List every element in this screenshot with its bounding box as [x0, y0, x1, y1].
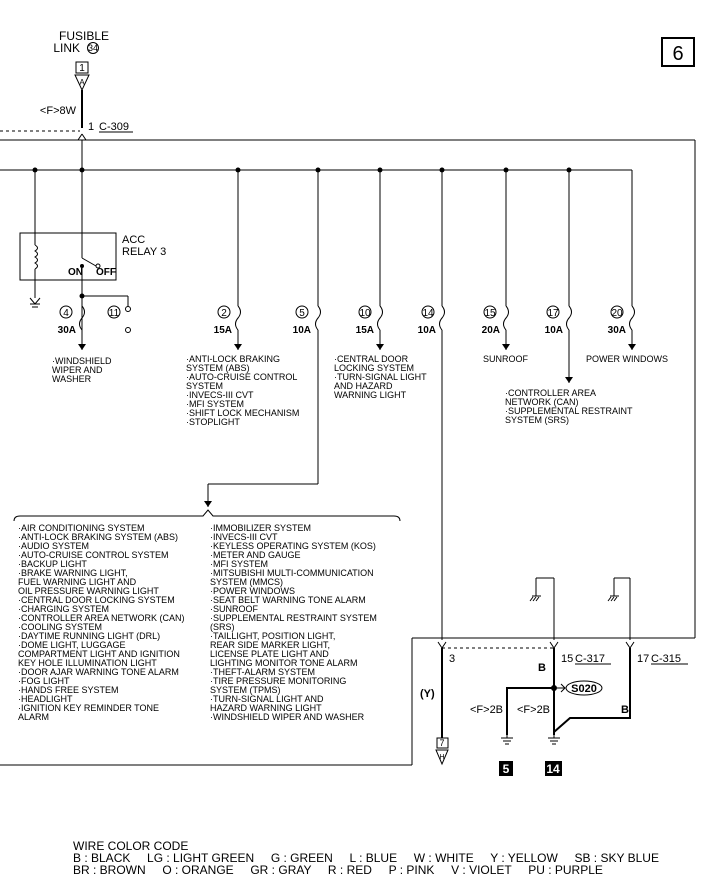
relay-label-1: ACC	[122, 234, 145, 246]
terminal-box	[75, 61, 89, 74]
fuse20-load: POWER WINDOWS	[586, 354, 668, 364]
relay-off-label: OFF	[96, 267, 116, 278]
fuse-amp: 20A	[482, 325, 500, 336]
ground-14-box	[545, 761, 562, 776]
connector-code: A	[79, 78, 85, 87]
fuse-4: 4 30A	[58, 305, 86, 350]
splice-s020	[565, 680, 603, 696]
fuse-number: 15	[484, 308, 496, 319]
relay-off-contact	[95, 263, 101, 269]
fuse-20: 20 30A	[608, 170, 636, 350]
fuse5-loads-right: ·IMMOBILIZER SYSTEM ·INVECS-III CVT ·KEY…	[210, 523, 379, 722]
fuse-17: 17 10A	[545, 167, 573, 383]
dest-triangle	[435, 749, 449, 766]
pin-3: 3	[449, 653, 455, 665]
gnd-spec-left: <F>2B	[470, 704, 503, 716]
relay-coil	[34, 244, 38, 270]
fuse15-load: SUNROOF	[483, 354, 529, 364]
fuse-amp: 15A	[214, 325, 232, 336]
pin-17: 17	[637, 653, 649, 665]
wire-color-line2: BR : BROWN O : ORANGE GR : GRAY R : RED …	[73, 863, 603, 877]
ground-5-box	[499, 761, 513, 776]
main-pin: 1	[88, 121, 94, 133]
fuse10-loads: ·CENTRAL DOOR LOCKING SYSTEM ·TURN-SIGNA…	[334, 354, 429, 400]
relay-on-label: ON	[68, 267, 83, 278]
fuse-10: 10 15A	[356, 167, 384, 350]
internal-grounds	[529, 577, 631, 640]
fuse-11: 11	[107, 305, 131, 333]
fusible-label: FUSIBLE	[59, 29, 109, 43]
ground-5-label: 5	[503, 762, 510, 776]
fuse-amp: 10A	[293, 325, 311, 336]
wire-y-label: (Y)	[420, 688, 435, 700]
fuse-number: 14	[422, 308, 434, 319]
fuse-number: 4	[63, 308, 69, 319]
page-number: 6	[672, 43, 683, 65]
fuse-amp: 10A	[545, 325, 563, 336]
ground-wire-left	[506, 687, 554, 735]
bus-node	[79, 167, 85, 173]
connector-c315: C-315	[651, 653, 681, 665]
wire-color-title: WIRE COLOR CODE	[73, 839, 188, 853]
link-number: 34	[88, 43, 98, 53]
acc-relay-box	[19, 232, 117, 281]
fuse2-loads: ·ANTI-LOCK BRAKING SYSTEM (ABS) ·AUTO-CR…	[186, 354, 302, 427]
fuse17-loads: ·CONTROLLER AREA NETWORK (CAN) ·SUPPLEME…	[505, 388, 635, 425]
link-label: LINK	[53, 41, 80, 55]
ground-5-symbol	[501, 737, 513, 745]
fuse-number: 5	[299, 308, 305, 319]
dest-page-box	[436, 737, 449, 749]
gnd-spec-right: <F>2B	[517, 704, 550, 716]
relay-switch-arm	[81, 257, 97, 267]
fuse5-loads-left: ·AIR CONDITIONING SYSTEM ·ANTI-LOCK BRAK…	[18, 523, 187, 722]
fuse-amp: 30A	[608, 325, 626, 336]
fuse-number: 2	[221, 308, 227, 319]
coil-node	[32, 167, 38, 173]
connector-triangle	[74, 74, 90, 92]
fuse-number: 17	[547, 308, 559, 319]
fuse-number: 11	[109, 308, 120, 319]
ground-chevrons	[437, 641, 635, 649]
fuse-2: 2 15A	[214, 167, 242, 350]
main-connector: C-309	[99, 121, 129, 133]
splice-label: S020	[571, 683, 597, 695]
fuse4-loads: ·WINDSHIELD WIPER AND WASHER	[52, 356, 114, 384]
relay-label-2: RELAY 3	[122, 246, 166, 258]
wire-color-line1: B : BLACK LG : LIGHT GREEN G : GREEN L :…	[73, 851, 659, 865]
output-node	[79, 293, 85, 299]
fuse-amp: 30A	[58, 325, 76, 336]
fuse-15: 15 20A	[482, 167, 510, 350]
fuse-amp: 10A	[418, 325, 436, 336]
main-wire-spec: <F>8W	[40, 105, 77, 117]
dest-code: H	[439, 754, 444, 761]
pin-15: 15	[561, 653, 573, 665]
link-number-circle	[87, 42, 99, 54]
splice-arrow	[560, 683, 566, 693]
wire-b-mid-label: B	[538, 662, 546, 674]
fuse-amp: 15A	[356, 325, 374, 336]
connector-c317: C-317	[575, 653, 605, 665]
ground-wire-right	[553, 648, 631, 733]
terminal-number: 1	[79, 63, 85, 74]
fuse-14: 14 10A	[418, 167, 445, 640]
ground-14-label: 14	[546, 762, 560, 776]
fuse-5: 5 10A	[204, 167, 321, 507]
loads-bracket	[13, 509, 401, 522]
connector-chevron	[77, 133, 87, 141]
ground-14-symbol	[548, 737, 560, 745]
wire-b-right-label: B	[621, 704, 629, 716]
dest-page: 7	[439, 738, 444, 748]
fuse-number: 10	[359, 308, 371, 319]
fuse-number: 20	[611, 308, 623, 319]
page-number-box	[661, 37, 695, 67]
coil-ground-icon	[29, 297, 41, 308]
